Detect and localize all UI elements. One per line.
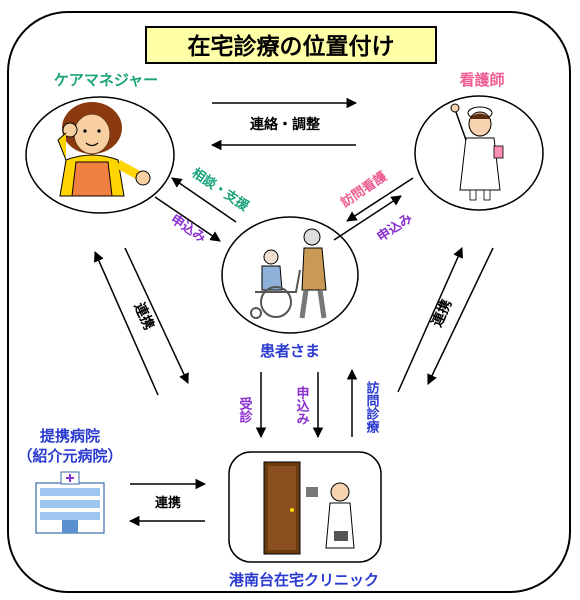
nurse-label: 看護師	[459, 71, 504, 89]
edge-label-apply: 申込み	[294, 385, 310, 425]
hospital-node: 提携病院 （紹介元病院）	[17, 427, 123, 534]
patient-label: 患者さま	[260, 342, 320, 360]
nurse-illustration	[450, 103, 504, 201]
hospital-building-illustration	[35, 471, 105, 534]
edge-care-nurse: 連絡・調整	[210, 97, 358, 151]
clinic-doctor-illustration	[263, 461, 355, 555]
edge-label-contact: 連絡・調整	[250, 116, 321, 133]
page-title: 在宅診療の位置付け	[188, 33, 395, 60]
edge-label-home-visit: 訪問診療	[364, 380, 380, 434]
patient-node: 患者さま	[221, 216, 359, 360]
hospital-label-2: （紹介元病院）	[17, 447, 122, 465]
edge-patient-clinic: 受診 申込み 訪問診療	[237, 368, 380, 439]
edge-label-consult: 受診	[237, 396, 253, 424]
edge-hospital-clinic: 連携	[128, 478, 207, 527]
clinic-node: 港南台在宅クリニック	[228, 451, 382, 589]
nurse-node: 看護師	[414, 71, 544, 211]
hospital-label-1: 提携病院	[40, 427, 100, 445]
clinic-label: 港南台在宅クリニック	[229, 571, 379, 589]
care-manager-label: ケアマネジャー	[54, 71, 158, 89]
care-manager-illustration	[57, 102, 151, 197]
edge-label-link-bottom: 連携	[155, 495, 181, 511]
patient-wheelchair-illustration	[250, 228, 327, 319]
care-manager-node: ケアマネジャー	[25, 71, 175, 214]
title-box	[145, 26, 437, 64]
